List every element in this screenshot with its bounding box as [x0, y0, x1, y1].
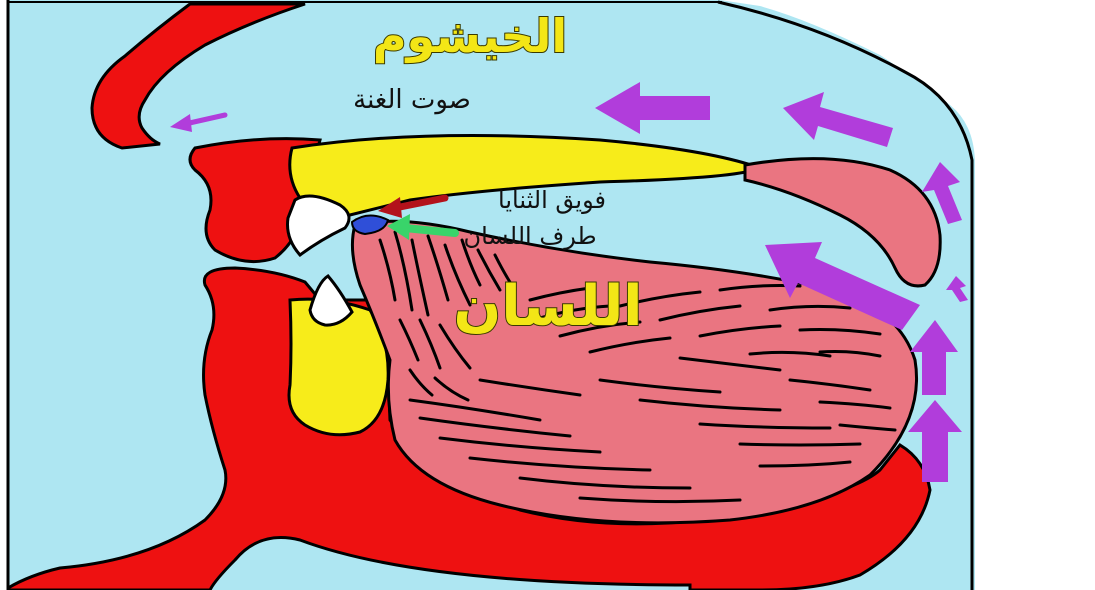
label-nasal-cavity: الخيشوم: [373, 9, 567, 63]
label-nasal-sound: صوت الغنة: [353, 85, 471, 115]
label-tongue: اللسان: [454, 274, 643, 339]
label-tongue-tip: طرف اللسان: [463, 222, 596, 250]
label-above-incisors: فويق الثنايا: [498, 186, 606, 214]
